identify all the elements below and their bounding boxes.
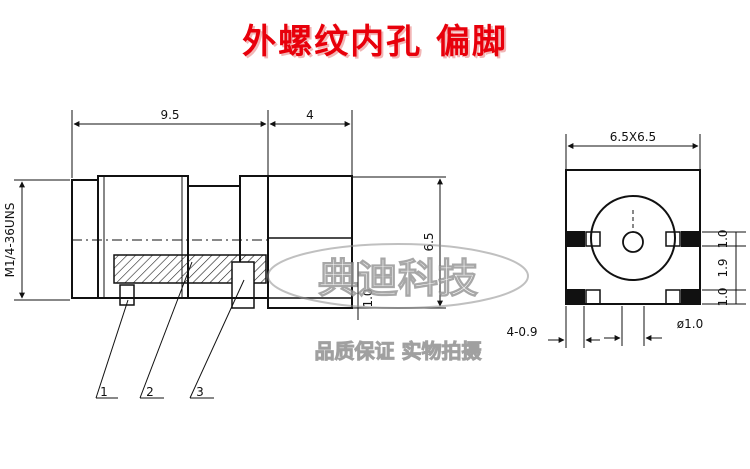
watermark-brand: 典迪科技	[318, 256, 478, 302]
pad-bottom-right	[681, 289, 701, 305]
watermark-ellipse	[267, 243, 529, 309]
page-title: 外螺纹内孔 偏脚	[242, 22, 508, 62]
inner-pin-hole	[622, 231, 644, 253]
dim-right-label-top: 1.0	[716, 229, 730, 248]
callout-label-1: 1	[100, 385, 108, 399]
dim-thread-label: M1/4-36UNS	[3, 203, 17, 278]
dim-height-label: 6.5	[422, 232, 436, 251]
callout-label-2: 2	[146, 385, 154, 399]
callout-leader-3	[189, 279, 245, 399]
front-view	[548, 134, 746, 348]
outer-thread-circle	[590, 195, 676, 281]
callout-leader-1	[95, 299, 129, 399]
dim-tail-label: 4	[306, 108, 314, 122]
callout-leader-2	[139, 261, 193, 399]
dim-length-label: 9.5	[160, 108, 179, 122]
dim-right-label-bottom: 1.0	[716, 287, 730, 306]
dim-size-label: 6.5X6.5	[610, 130, 656, 144]
callout-label-3: 3	[196, 385, 204, 399]
pad-top-right	[681, 231, 701, 247]
dim-pin-offset-label: 4-0.9	[506, 325, 537, 339]
pcb-tail	[267, 175, 353, 309]
pad-bottom-left	[565, 289, 585, 305]
dim-right-label-mid: 1.9	[716, 258, 730, 277]
dim-hole-label: ø1.0	[677, 317, 703, 331]
pin-contact	[119, 284, 135, 306]
watermark-tagline: 品质保证 实物拍摄	[315, 339, 483, 363]
pad-top-left	[565, 231, 585, 247]
watermark: 典迪科技 品质保证 实物拍摄	[267, 243, 529, 363]
pin-tail	[231, 261, 255, 309]
thread-front-section	[71, 179, 99, 299]
dim-pin-label: 1.0	[361, 288, 375, 307]
